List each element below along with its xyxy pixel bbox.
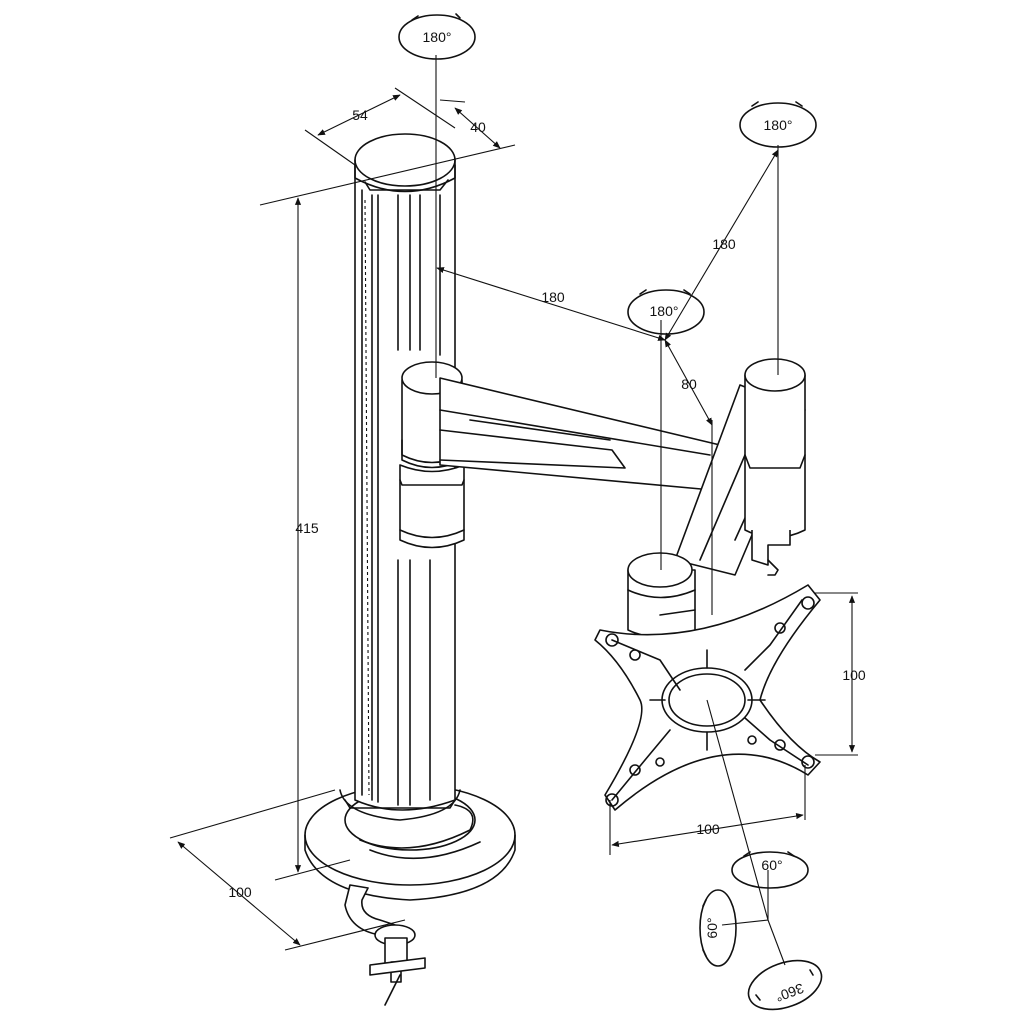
pole-width-label: 54 xyxy=(352,107,368,123)
desk-clamp xyxy=(304,784,516,1006)
vesa-plate xyxy=(594,584,821,811)
arm2-length-label: 180 xyxy=(712,236,736,252)
tilt-up-label: 60° xyxy=(761,857,782,873)
arm1-length-label: 180 xyxy=(541,289,565,305)
vesa-horizontal-label: 100 xyxy=(696,821,720,837)
arm-1 xyxy=(439,377,721,491)
tilt-joint xyxy=(627,552,696,639)
arm-2 xyxy=(674,358,806,576)
rotation-indicators xyxy=(398,13,823,1011)
offset-label: 80 xyxy=(681,376,697,392)
pole-depth-label: 40 xyxy=(470,119,486,135)
middle-joint-rotation-label: 180° xyxy=(650,303,679,319)
pole-height-label: 415 xyxy=(295,520,319,536)
arm-end-rotation-label: 180° xyxy=(764,117,793,133)
dimension-lines xyxy=(169,55,858,966)
base-diameter-label: 100 xyxy=(228,884,252,900)
tilt-side-label: 60° xyxy=(704,917,720,938)
vesa-vertical-label: 100 xyxy=(842,667,866,683)
pole-top-rotation-label: 180° xyxy=(423,29,452,45)
